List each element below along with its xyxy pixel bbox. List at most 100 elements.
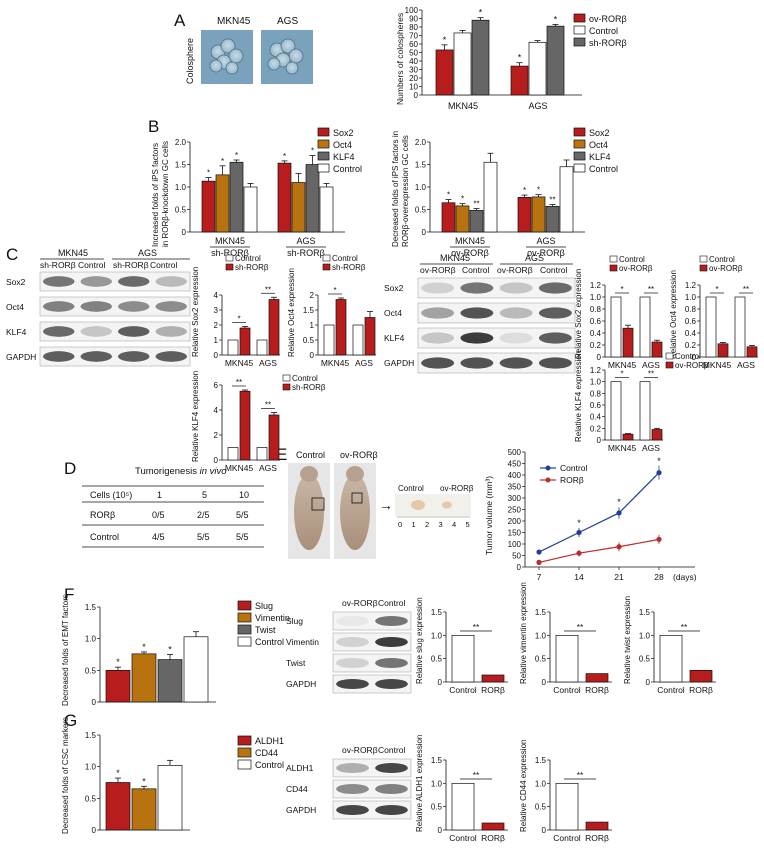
blot-row-band — [538, 307, 572, 319]
legend-label: ALDH1 — [255, 736, 284, 746]
tumor-box-control — [311, 497, 325, 511]
blot-row-band — [336, 636, 369, 648]
lane-label: ov-RORβ — [497, 265, 533, 275]
data-point — [616, 510, 622, 516]
legend-label: Control — [333, 164, 362, 174]
mouse-label-ov: ov-RORβ — [340, 450, 378, 460]
category-label: AGS — [259, 358, 277, 368]
table-header-cells: Cells (10⁵) — [90, 490, 132, 500]
blot-row-strip — [39, 296, 191, 317]
significance-star: ** — [681, 622, 688, 632]
y-axis-title: Decreased folds of iPS factors in — [391, 131, 400, 247]
legend-label: sh-RORβ — [235, 263, 269, 272]
significance-star: ** — [743, 285, 749, 294]
axis-tick-label: 2 — [310, 291, 315, 300]
axis-tick-label: 0.2 — [685, 341, 697, 350]
mouse-label-control: Control — [296, 450, 325, 460]
bar — [651, 429, 663, 441]
bar — [585, 673, 609, 683]
category-label: MKN45 — [703, 360, 732, 370]
category-label: AGS — [528, 101, 547, 111]
bar — [268, 414, 280, 461]
bar — [352, 324, 364, 356]
significance-star: * — [116, 768, 120, 778]
axis-tick-label: 0.2 — [590, 341, 602, 350]
bar-Twist — [157, 659, 183, 703]
significance-star: * — [479, 8, 483, 18]
group-sublabel: sh-RORβ — [211, 248, 249, 258]
blot-row-label: Vimentin — [286, 637, 319, 647]
legend-label: Twist — [255, 625, 276, 635]
bar — [256, 447, 268, 461]
legend-swatch — [573, 37, 586, 47]
blot-row-band — [155, 351, 187, 362]
bar — [622, 433, 634, 441]
table-header-col-3: 10 — [239, 490, 249, 500]
blot-row-band — [118, 301, 150, 312]
y-axis-title: Relative Oct4 expression — [669, 270, 678, 359]
legend-swatch — [573, 151, 586, 161]
blot-row-band — [499, 282, 533, 294]
legend-swatch — [237, 612, 252, 623]
panel-letter-c: C — [6, 245, 18, 264]
legend-label: Control — [675, 352, 701, 361]
category-label: RORβ — [481, 833, 505, 843]
axis-tick-label: 500 — [508, 448, 522, 457]
blot-row-label: KLF4 — [384, 333, 405, 343]
y-tick-label: 50 — [409, 49, 418, 58]
ruler-tick-label: 4 — [452, 520, 456, 529]
legend-swatch — [699, 264, 708, 272]
axis-tick-label: 250 — [508, 506, 522, 515]
blot-row-strip — [39, 271, 191, 292]
legend-swatch — [282, 374, 291, 382]
significance-star: ** — [473, 622, 480, 632]
legend-swatch — [573, 163, 586, 173]
blot-row-band — [336, 615, 369, 627]
blot-row-band — [375, 783, 408, 795]
legend-label: sh-RORβ — [589, 38, 627, 48]
axis-tick-label: 0.8 — [590, 389, 602, 398]
axis-tick-label: 350 — [508, 483, 522, 492]
axis-tick-label: 200 — [508, 517, 522, 526]
significance-star: ** — [648, 370, 654, 379]
category-label: RORβ — [481, 685, 505, 695]
legend-label: Vimentin — [255, 613, 290, 623]
legend-swatch — [609, 264, 618, 272]
axis-tick-label: 1.0 — [431, 779, 443, 788]
legend-swatch — [317, 163, 330, 173]
ruler-tick-label: 1 — [412, 520, 416, 529]
x-axis-title: (days) — [673, 572, 697, 582]
legend-swatch — [609, 255, 618, 263]
axis-tick-label: 2 — [214, 321, 219, 330]
table-cell: 0/5 — [152, 510, 165, 520]
category-label: AGS — [355, 358, 373, 368]
legend-label: CD44 — [255, 748, 278, 758]
significance-star: * — [207, 169, 210, 178]
y-tick-label: 100 — [405, 6, 419, 15]
significance-star: * — [447, 191, 450, 200]
axis-tick-label: 0.5 — [535, 803, 547, 812]
y-tick-label: 30 — [409, 66, 418, 75]
bar-Slug — [105, 669, 131, 703]
axis-tick-label: 0 — [597, 353, 602, 362]
legend-label: Slug — [255, 601, 273, 611]
blot-row-label: Slug — [286, 616, 303, 626]
axis-tick-label: 0 — [310, 351, 315, 360]
blot-row-band — [375, 678, 408, 690]
colosphere-images: Colosphere MKN45 AGS — [185, 16, 313, 84]
bar — [610, 381, 622, 441]
blot-row-strip — [417, 277, 576, 299]
blot-row-label: CD44 — [286, 784, 308, 794]
blot-row-band — [499, 332, 533, 344]
significance-star: * — [657, 456, 661, 466]
axis-tick-label: 0 — [92, 698, 97, 707]
axis-tick-label: 400 — [508, 471, 522, 480]
category-label: MKN45 — [225, 463, 254, 473]
ruler-tick-label: 2 — [425, 520, 429, 529]
significance-star: * — [617, 497, 621, 507]
